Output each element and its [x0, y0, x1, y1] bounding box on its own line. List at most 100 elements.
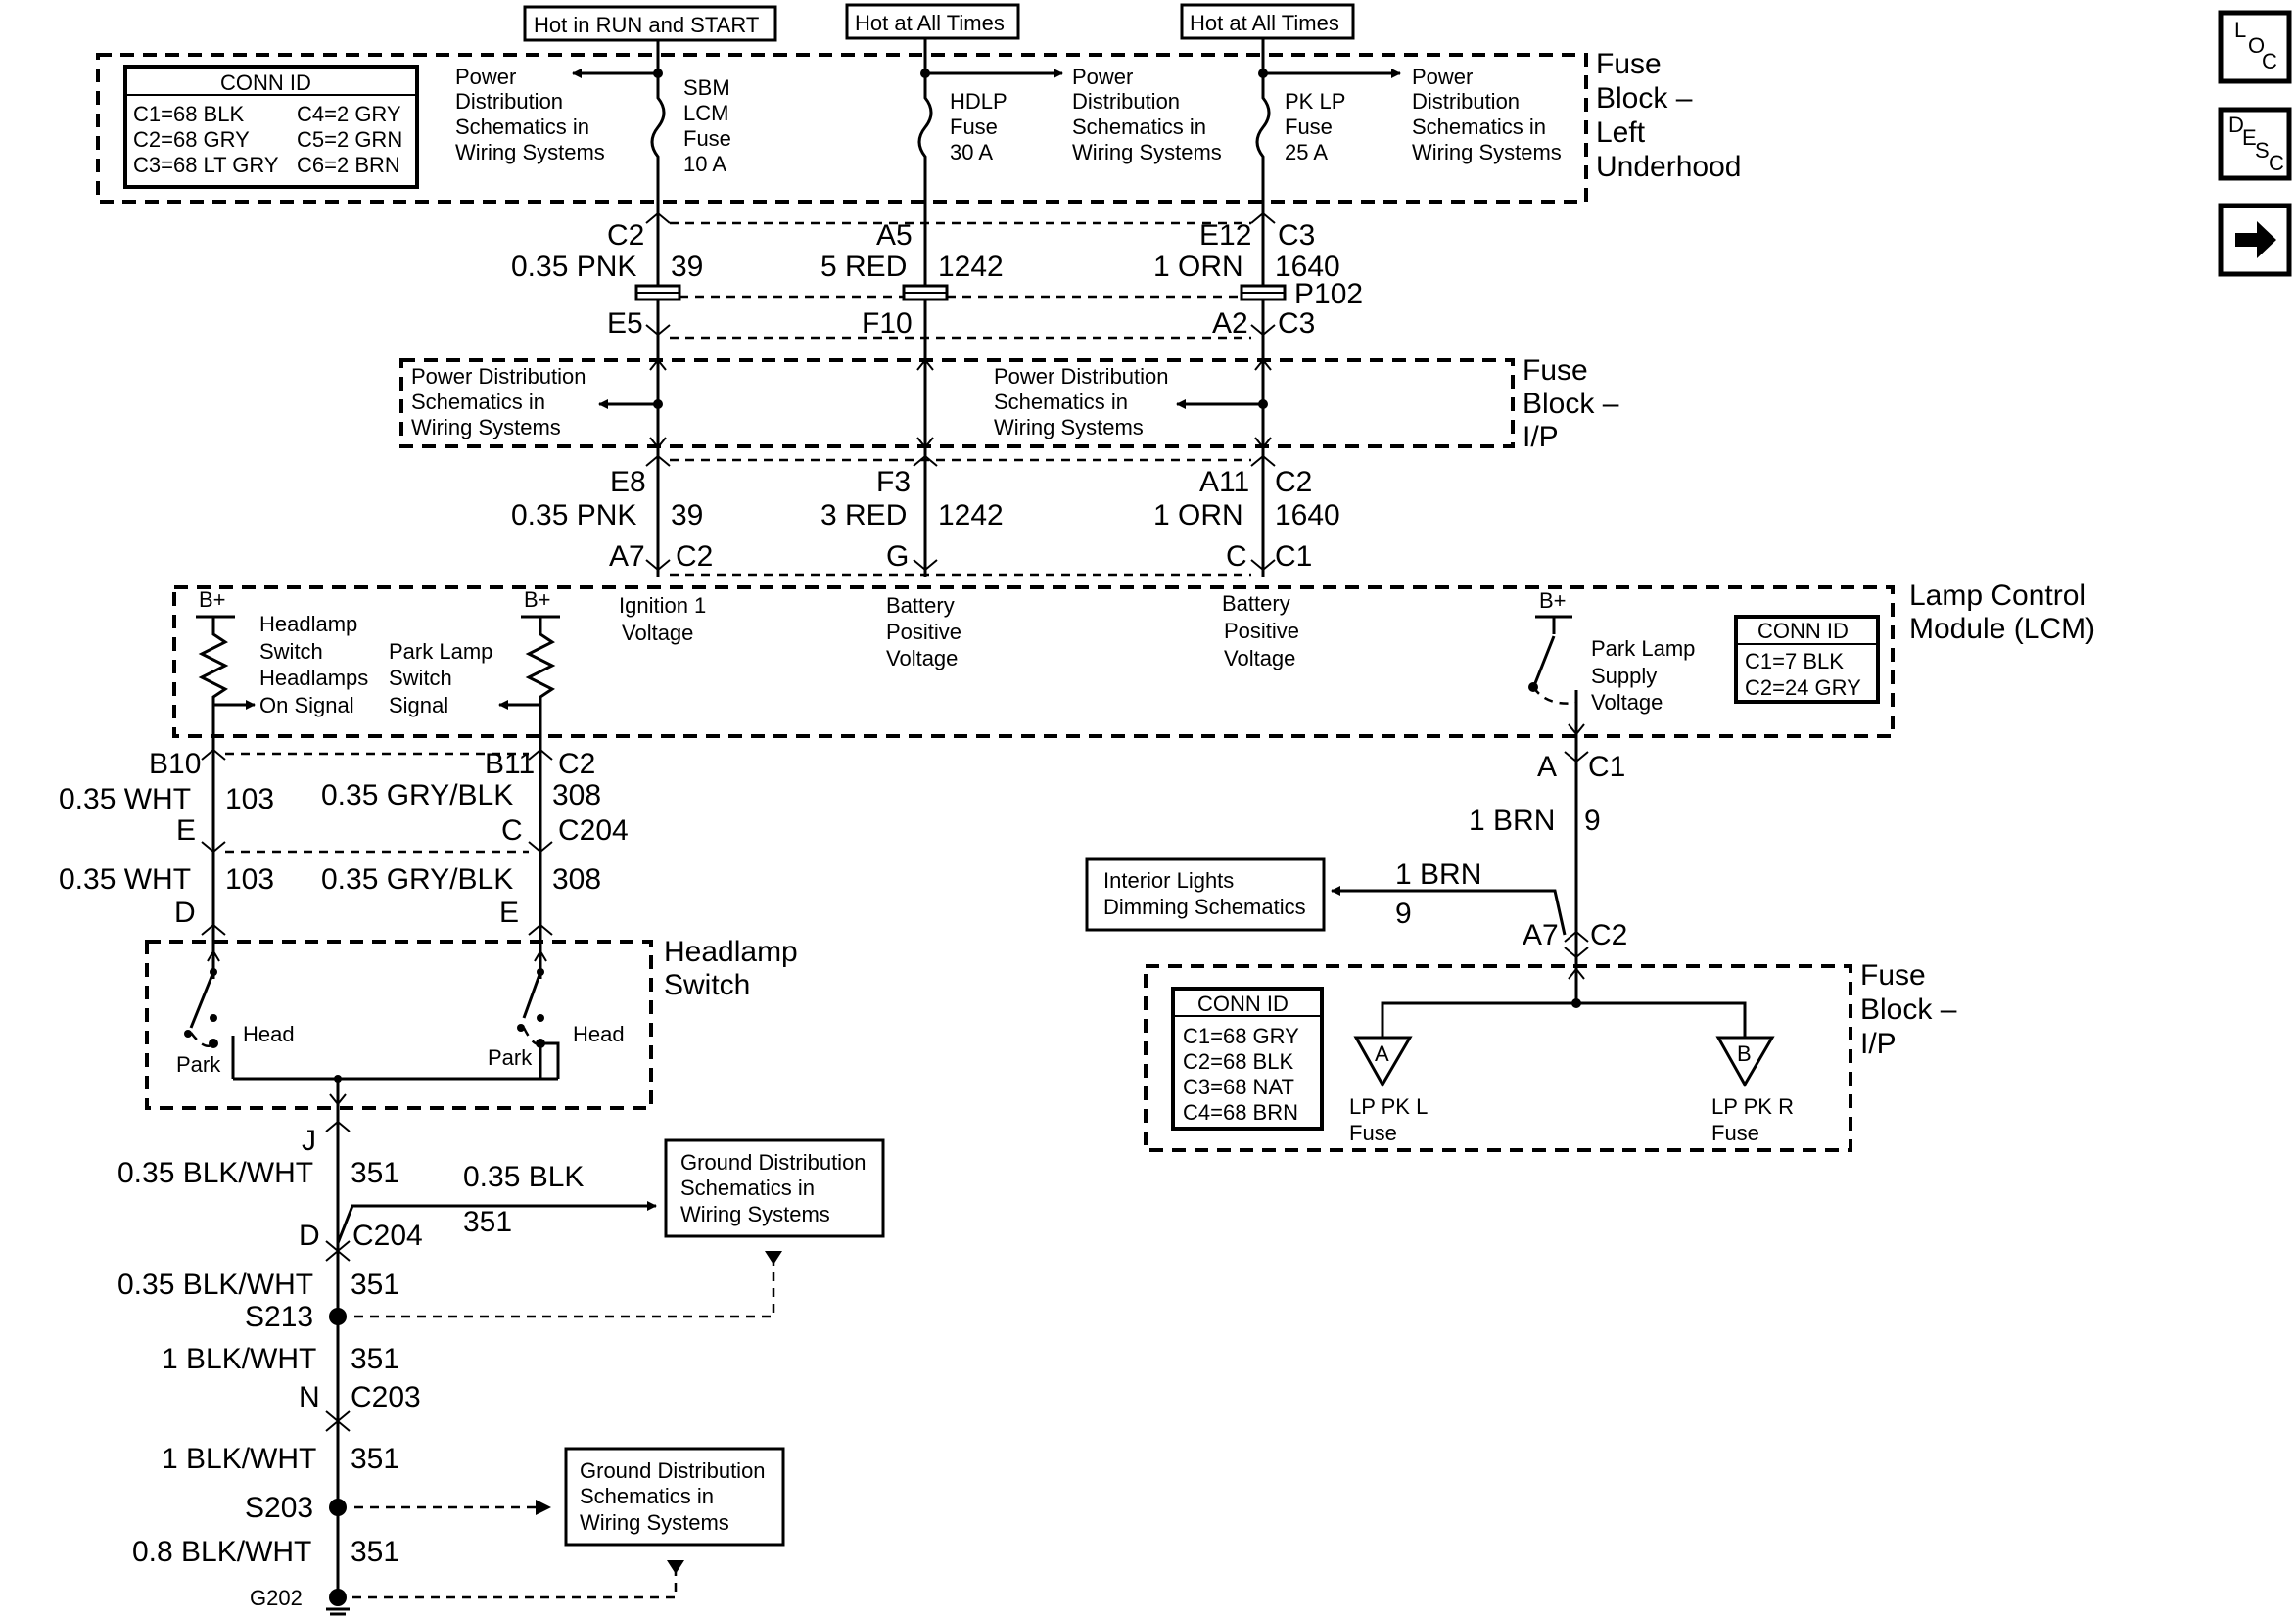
fuse-pk-lp-icon — [1255, 73, 1271, 210]
svg-text:103: 103 — [225, 783, 274, 815]
svg-text:B: B — [1737, 1041, 1752, 1066]
svg-text:I/P: I/P — [1523, 421, 1559, 453]
svg-text:Headlamps: Headlamps — [259, 666, 368, 690]
svg-text:Schematics in: Schematics in — [455, 115, 589, 139]
svg-text:S213: S213 — [245, 1301, 313, 1333]
svg-text:9: 9 — [1395, 898, 1412, 930]
fuse-hdlp-label: HDLP Fuse 30 A — [950, 89, 1007, 164]
ground-distribution-ref-1[interactable]: Ground Distribution Schematics in Wiring… — [664, 1138, 885, 1238]
svg-text:Wiring Systems: Wiring Systems — [994, 415, 1144, 439]
svg-text:Signal: Signal — [389, 693, 448, 717]
svg-text:C2=24 GRY: C2=24 GRY — [1745, 675, 1861, 700]
headlamp-switch-title: Headlamp Switch — [664, 936, 798, 1001]
svg-text:Lamp Control: Lamp Control — [1909, 579, 2085, 612]
svg-text:Fuse: Fuse — [1349, 1121, 1397, 1145]
next-button[interactable] — [2218, 203, 2292, 277]
svg-text:Wiring Systems: Wiring Systems — [411, 415, 561, 439]
desc-button[interactable]: D E S C — [2218, 107, 2292, 181]
svg-text:Power: Power — [455, 65, 516, 89]
svg-text:Power: Power — [1072, 65, 1133, 89]
svg-text:Ground Distribution: Ground Distribution — [580, 1458, 766, 1483]
svg-text:10 A: 10 A — [683, 152, 726, 176]
svg-text:Park Lamp: Park Lamp — [1591, 636, 1695, 661]
svg-text:C1=68 GRY: C1=68 GRY — [1183, 1024, 1299, 1048]
svg-text:LCM: LCM — [683, 101, 728, 125]
splice-s213-icon — [329, 1308, 347, 1325]
svg-text:Park Lamp: Park Lamp — [389, 639, 492, 664]
svg-text:1 BLK/WHT: 1 BLK/WHT — [162, 1343, 316, 1375]
hot-all-times-label-1: Hot at All Times — [845, 3, 1020, 40]
svg-text:Block –: Block – — [1860, 993, 1957, 1026]
svg-text:Head: Head — [573, 1022, 625, 1046]
svg-text:0.35 WHT: 0.35 WHT — [59, 863, 191, 896]
svg-text:Head: Head — [243, 1022, 295, 1046]
svg-text:308: 308 — [552, 779, 601, 811]
svg-text:Wiring Systems: Wiring Systems — [680, 1202, 830, 1226]
svg-text:1 ORN: 1 ORN — [1153, 499, 1243, 531]
svg-text:Power Distribution: Power Distribution — [411, 364, 586, 389]
svg-text:J: J — [302, 1125, 316, 1157]
svg-text:Fuse: Fuse — [1711, 1121, 1759, 1145]
svg-text:0.35 PNK: 0.35 PNK — [511, 251, 636, 283]
fuse-pk-lp-label: PK LP Fuse 25 A — [1285, 89, 1345, 164]
svg-text:9: 9 — [1584, 805, 1601, 837]
lower-left-labels: B10 B11 C2 0.35 WHT 103 0.35 GRY/BLK 308… — [59, 748, 629, 929]
svg-text:C2: C2 — [1590, 919, 1627, 951]
svg-text:Headlamp: Headlamp — [664, 936, 798, 968]
svg-text:F3: F3 — [876, 466, 911, 498]
svg-text:Switch: Switch — [389, 666, 452, 690]
svg-text:1640: 1640 — [1275, 251, 1340, 283]
fuse-block-underhood-title: Fuse Block – Left Underhood — [1596, 48, 1741, 183]
svg-text:1242: 1242 — [938, 499, 1004, 531]
svg-text:Power: Power — [1412, 65, 1473, 89]
svg-text:Wiring Systems: Wiring Systems — [455, 140, 605, 164]
svg-text:C204: C204 — [352, 1220, 423, 1252]
svg-text:1640: 1640 — [1275, 499, 1340, 531]
svg-text:C6=2 BRN: C6=2 BRN — [297, 153, 400, 177]
upper-connector-labels: C2 0.35 PNK 39 E5 A5 5 RED 1242 F10 E12 … — [511, 219, 1363, 340]
svg-text:Hot at All Times: Hot at All Times — [1190, 11, 1339, 35]
svg-text:O: O — [2248, 33, 2265, 58]
svg-text:B+: B+ — [524, 587, 551, 612]
svg-text:Schematics in: Schematics in — [411, 390, 545, 414]
ground-path-labels: J 0.35 BLK/WHT 351 0.35 BLK 351 D C204 0… — [117, 1125, 584, 1610]
svg-text:Distribution: Distribution — [1072, 89, 1180, 114]
svg-text:Ground Distribution: Ground Distribution — [680, 1150, 867, 1175]
svg-text:Distribution: Distribution — [455, 89, 563, 114]
svg-text:Fuse: Fuse — [683, 126, 731, 151]
svg-text:Power Distribution: Power Distribution — [994, 364, 1169, 389]
svg-text:Switch: Switch — [259, 639, 323, 664]
svg-text:103: 103 — [225, 863, 274, 896]
svg-text:351: 351 — [463, 1206, 512, 1238]
pd-ref-ip-2: Power Distribution Schematics in Wiring … — [994, 364, 1169, 439]
fuse-block-ip-2-title: Fuse Block – I/P — [1860, 959, 1957, 1060]
svg-text:C204: C204 — [558, 814, 629, 847]
svg-text:Ignition 1: Ignition 1 — [619, 593, 706, 618]
svg-text:Fuse: Fuse — [950, 115, 998, 139]
svg-text:A: A — [1375, 1041, 1389, 1066]
ground-symbol-icon — [326, 1607, 350, 1616]
lcm-title: Lamp Control Module (LCM) — [1909, 579, 2095, 645]
lcm-border — [172, 585, 1895, 738]
svg-text:Schematics in: Schematics in — [580, 1484, 714, 1508]
svg-text:Distribution: Distribution — [1412, 89, 1520, 114]
svg-text:5 RED: 5 RED — [820, 251, 907, 283]
svg-text:1 ORN: 1 ORN — [1153, 251, 1243, 283]
loc-button[interactable]: L O C — [2218, 10, 2292, 84]
lcm-park-supply: B+ Park Lamp Supply Voltage — [1528, 588, 1695, 744]
svg-text:Dimming Schematics: Dimming Schematics — [1103, 895, 1306, 919]
splice-s203-icon — [329, 1499, 347, 1516]
svg-text:C1=7 BLK: C1=7 BLK — [1745, 649, 1844, 673]
ground-distribution-ref-2[interactable]: Ground Distribution Schematics in Wiring… — [564, 1447, 785, 1547]
svg-text:C1: C1 — [1588, 751, 1625, 783]
svg-text:Park: Park — [176, 1052, 221, 1077]
svg-text:Positive: Positive — [886, 620, 961, 644]
svg-text:1 BRN: 1 BRN — [1469, 805, 1555, 837]
svg-text:0.35 GRY/BLK: 0.35 GRY/BLK — [321, 779, 513, 811]
arrow-right-icon — [2235, 221, 2276, 258]
fuse-lp-pk-l: A LP PK L Fuse — [1349, 1036, 1428, 1145]
interior-lights-ref[interactable]: Interior Lights Dimming Schematics — [1085, 857, 1326, 932]
svg-text:1 BRN: 1 BRN — [1395, 858, 1481, 891]
svg-text:C1: C1 — [1275, 540, 1312, 573]
